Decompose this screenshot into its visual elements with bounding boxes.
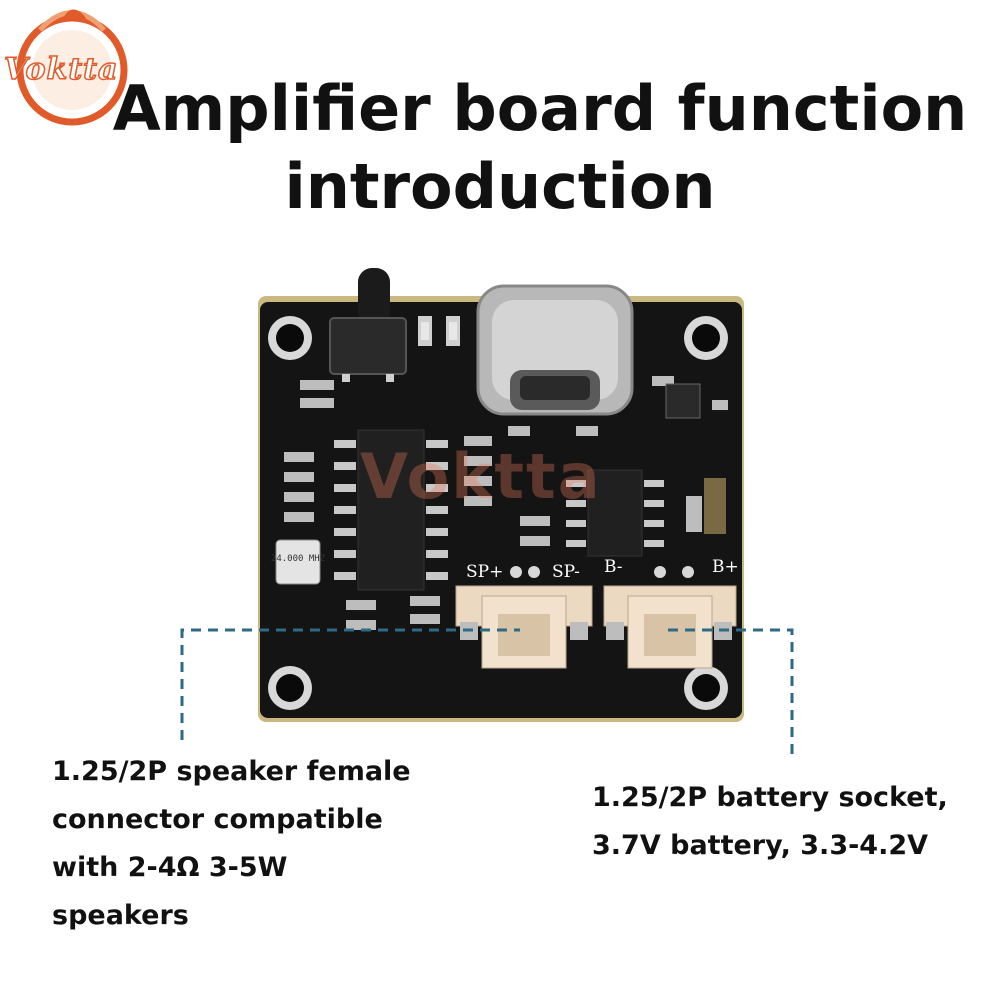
push-button bbox=[329, 268, 407, 382]
logo-text: Voktta bbox=[3, 51, 119, 88]
crystal-label: 24.000 MHZ bbox=[271, 554, 326, 564]
logo-mark bbox=[16, 9, 128, 126]
speaker-caption-line: speakers bbox=[52, 900, 189, 931]
speaker-connector bbox=[455, 585, 593, 669]
speaker-caption-line: with 2-4Ω 3-5W bbox=[52, 852, 288, 883]
page-title-line1: Amplifier board function bbox=[112, 72, 968, 145]
brand-logo: Voktta bbox=[0, 0, 175, 135]
battery-caption: 1.25/2P battery socket, 3.7V battery, 3.… bbox=[592, 774, 992, 870]
speaker-caption-line: 1.25/2P speaker female bbox=[52, 756, 411, 787]
amplifier-ic bbox=[334, 429, 448, 591]
battery-callout-line bbox=[668, 628, 794, 760]
label-sp-plus: SP+ bbox=[466, 562, 503, 582]
status-leds bbox=[418, 316, 460, 346]
mounting-holes bbox=[268, 316, 728, 710]
speaker-caption: 1.25/2P speaker female connector compati… bbox=[52, 748, 472, 940]
label-b-minus: B- bbox=[604, 557, 623, 577]
label-sp-minus: SP- bbox=[552, 562, 580, 582]
battery-connector bbox=[603, 585, 737, 669]
page-title-line2: introduction bbox=[284, 150, 716, 223]
usb-c-connector bbox=[476, 284, 634, 416]
speaker-caption-line: connector compatible bbox=[52, 804, 383, 835]
speaker-callout-line bbox=[180, 628, 520, 740]
crystal-oscillator: 24.000 MHZ bbox=[271, 539, 326, 585]
battery-caption-line: 1.25/2P battery socket, bbox=[592, 782, 948, 813]
smd-components bbox=[284, 376, 728, 630]
charge-ic bbox=[566, 469, 664, 557]
battery-caption-line: 3.7V battery, 3.3-4.2V bbox=[592, 830, 929, 861]
callout-lines bbox=[180, 628, 794, 760]
watermark: Voktta bbox=[360, 440, 602, 513]
label-b-plus: B+ bbox=[712, 557, 739, 577]
connector-pads bbox=[510, 566, 694, 578]
